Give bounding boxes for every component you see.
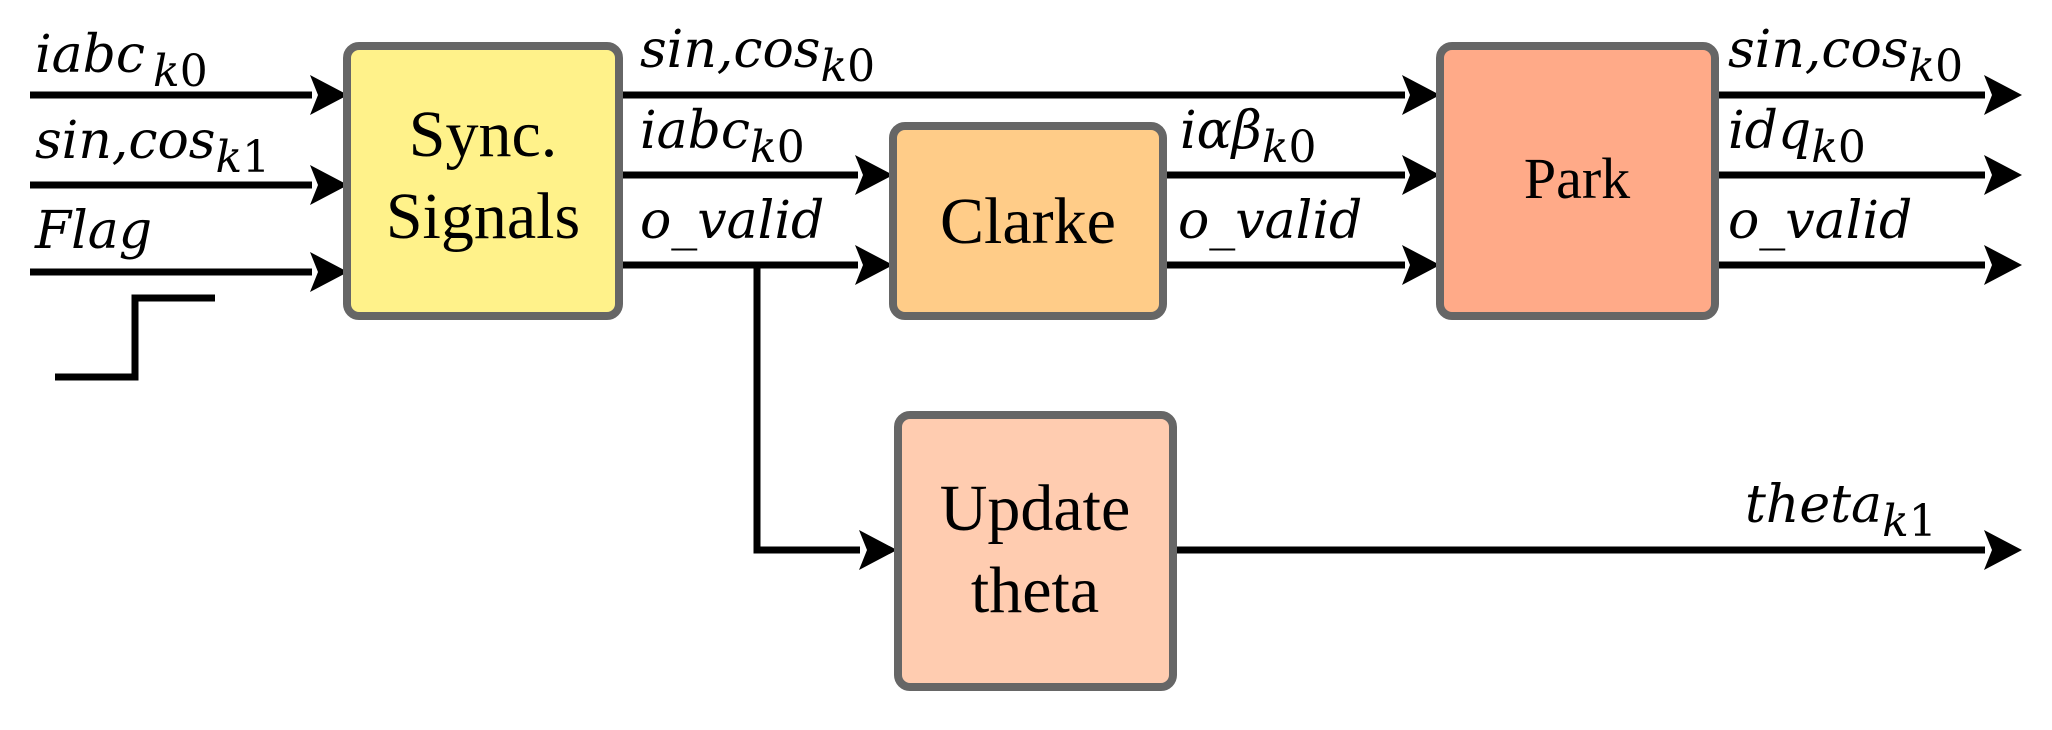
sync-signals-label-line2: Signals <box>386 180 580 253</box>
label-out-theta: thetak1 <box>1745 475 1937 547</box>
step-pulse-symbol <box>55 294 215 381</box>
arrow-sync-clarke-iabc <box>855 155 893 195</box>
label-clarke-ialphabeta: iαβk0 <box>1180 101 1316 173</box>
update-theta-label-line1: Update <box>940 472 1131 545</box>
block-sync-signals: Sync. Signals <box>343 42 623 320</box>
label-park-sincos: sin,cosk0 <box>1728 20 1963 92</box>
label-sync-sincos: sin,cosk0 <box>640 20 875 92</box>
wire-ovalid-to-update <box>753 265 860 554</box>
label-sync-ovalid: o_valid <box>640 191 824 251</box>
label-clarke-ovalid: o_valid <box>1178 191 1362 251</box>
arrow-out-idq <box>1984 155 2022 195</box>
block-clarke: Clarke <box>889 122 1167 320</box>
arrow-clarke-park-ialphabeta <box>1402 155 1440 195</box>
arrow-in-iabc <box>310 75 348 115</box>
label-park-idq: idqk0 <box>1728 101 1866 173</box>
update-theta-label-line2: theta <box>971 554 1099 627</box>
park-label: Park <box>1524 146 1630 211</box>
label-sync-iabc: iabck0 <box>640 101 805 173</box>
arrow-out-theta <box>1984 530 2022 570</box>
arrow-out-sincos <box>1984 75 2022 115</box>
clarke-label: Clarke <box>940 185 1116 258</box>
arrow-sync-clarke-ovalid <box>855 245 893 285</box>
block-update-theta: Update theta <box>894 411 1177 691</box>
park-box <box>1436 42 1719 320</box>
sync-signals-label-line1: Sync. <box>409 98 558 171</box>
label-park-ovalid: o_valid <box>1728 191 1912 251</box>
arrow-clarke-park-ovalid <box>1402 245 1440 285</box>
label-in-sincos: sin,cosk1 <box>35 111 270 183</box>
arrow-sync-park-sincos <box>1402 75 1440 115</box>
arrow-in-sincos <box>310 165 348 205</box>
clarke-box <box>889 122 1167 320</box>
block-park: Park <box>1436 42 1719 320</box>
arrow-in-flag <box>310 252 348 292</box>
arrow-ovalid-to-update <box>859 530 897 570</box>
update-theta-box <box>894 411 1177 691</box>
label-in-flag: Flag <box>34 201 152 261</box>
wires <box>30 75 2022 570</box>
arrow-out-ovalid <box>1984 245 2022 285</box>
sync-signals-box <box>343 42 623 320</box>
